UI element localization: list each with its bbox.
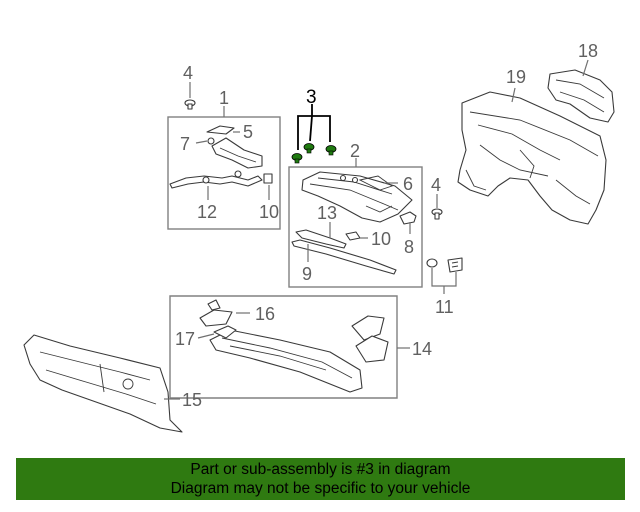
callout-13: 13 bbox=[317, 203, 337, 223]
callout-19: 19 bbox=[506, 67, 526, 87]
part-7-clip bbox=[207, 137, 215, 145]
part-13-weatherstrip bbox=[295, 229, 347, 249]
callout-18: 18 bbox=[578, 41, 598, 61]
info-banner: Part or sub-assembly is #3 in diagram Di… bbox=[16, 458, 625, 500]
callout-5: 5 bbox=[243, 122, 253, 142]
callout-11: 11 bbox=[435, 297, 454, 317]
part-4-bolt-right bbox=[431, 208, 443, 220]
callout-3: 3 bbox=[306, 87, 317, 108]
part-5-bracket bbox=[206, 125, 235, 135]
group-box-wiper-linkage bbox=[167, 116, 281, 230]
part-12-linkage-rod bbox=[169, 170, 263, 189]
part-16-bracket bbox=[199, 299, 233, 327]
callout-1: 1 bbox=[219, 88, 229, 108]
part-15-insulator bbox=[23, 334, 183, 433]
callout-10-left: 10 bbox=[259, 202, 279, 222]
callout-12: 12 bbox=[197, 202, 217, 222]
callout-6: 6 bbox=[403, 174, 413, 194]
part-8-cap bbox=[399, 211, 417, 225]
callout-9: 9 bbox=[302, 264, 312, 284]
part-14-cowl-top bbox=[209, 315, 389, 393]
part-10-clip-left bbox=[263, 173, 273, 184]
part-2-cowl-panel bbox=[301, 171, 413, 223]
callout-10-right: 10 bbox=[371, 229, 391, 249]
callout-15: 15 bbox=[182, 390, 202, 410]
callout-7: 7 bbox=[180, 134, 190, 154]
part-9-seal bbox=[291, 239, 397, 275]
part-18-insulator bbox=[547, 69, 615, 123]
part-3-clips bbox=[291, 143, 337, 164]
part-19-dash-panel bbox=[457, 91, 607, 225]
callout-16: 16 bbox=[255, 304, 275, 324]
part-4-bolt-left bbox=[184, 99, 196, 110]
callout-17: 17 bbox=[175, 329, 195, 349]
callout-14: 14 bbox=[412, 339, 432, 359]
part-wiper-pivot bbox=[211, 137, 263, 169]
banner-line-disclaimer: Diagram may not be specific to your vehi… bbox=[170, 480, 471, 497]
callout-4-right: 4 bbox=[431, 175, 441, 195]
part-17-bracket bbox=[213, 325, 237, 339]
banner-line-part: Part or sub-assembly is #3 in diagram bbox=[190, 461, 451, 478]
callout-2: 2 bbox=[350, 141, 360, 161]
callout-4-left: 4 bbox=[183, 63, 193, 83]
callout-8: 8 bbox=[404, 237, 414, 257]
part-11-clips bbox=[426, 257, 463, 273]
